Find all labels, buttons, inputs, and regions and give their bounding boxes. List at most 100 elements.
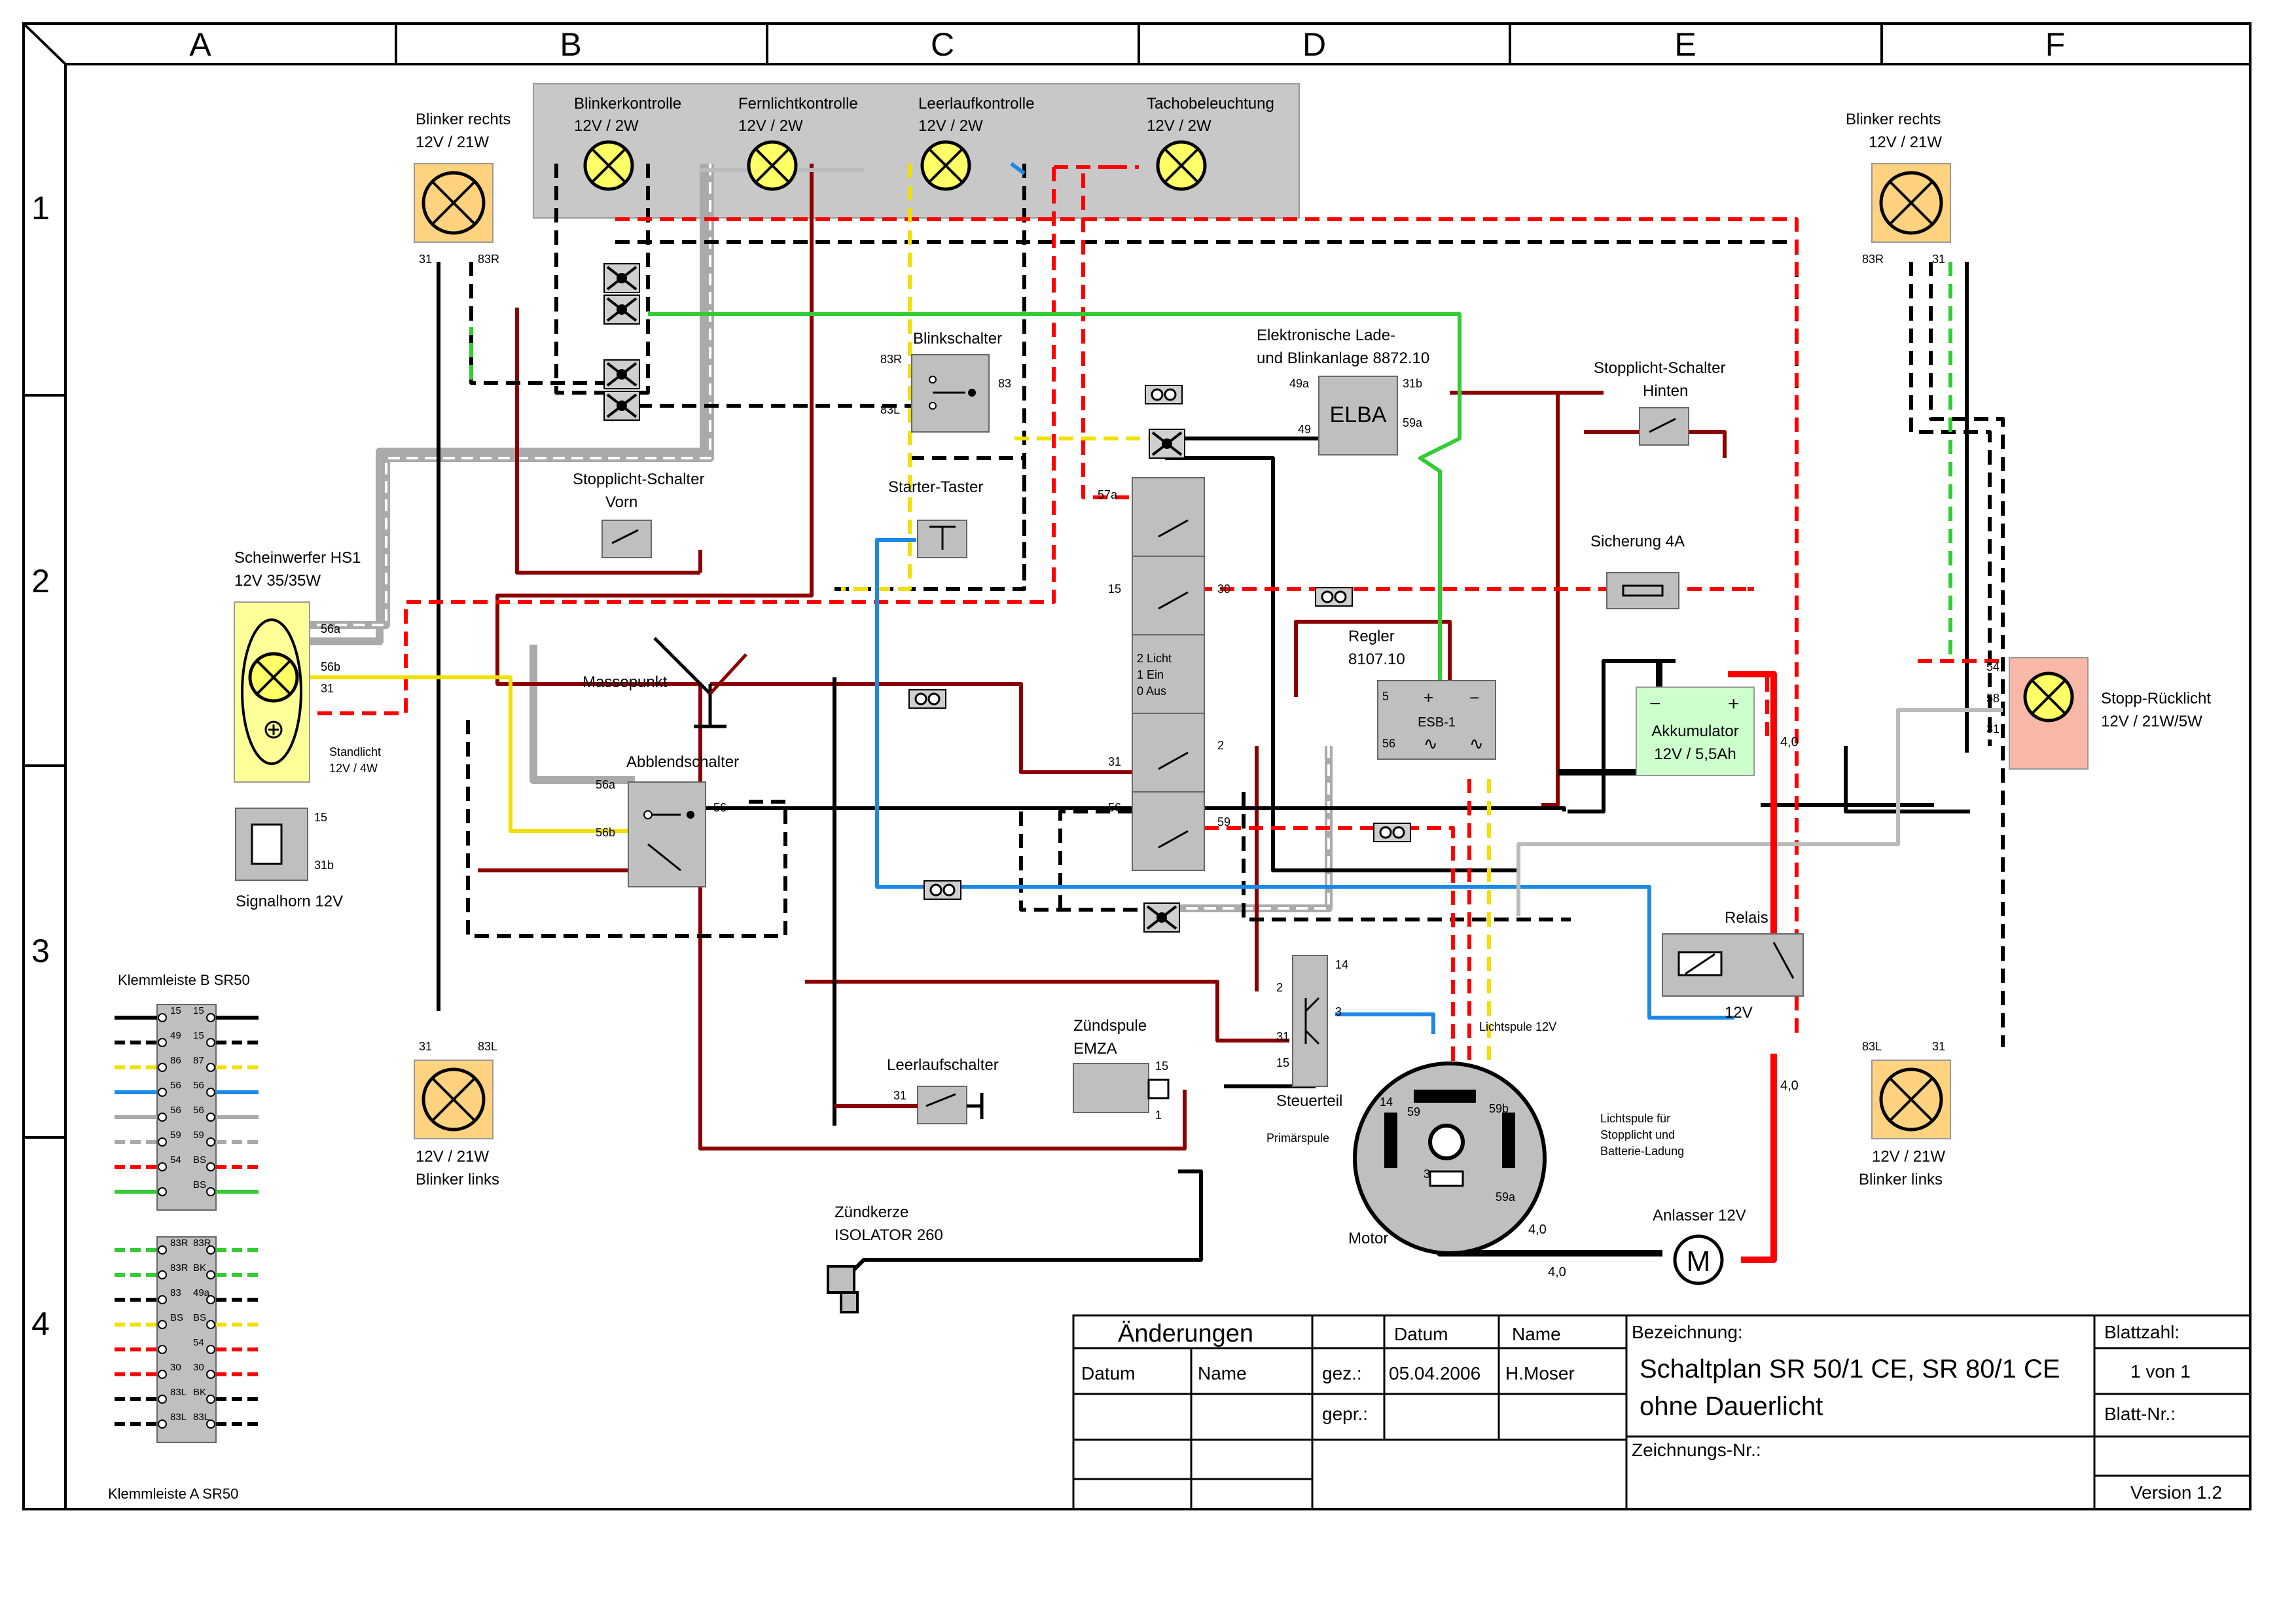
steuerteil-pin-2: 2 (1276, 981, 1283, 994)
anlasser: M Anlasser 12V (1653, 1207, 1746, 1285)
row-label-3: 3 (31, 933, 50, 969)
tachobeleuchtung-lamp-icon (1158, 142, 1205, 189)
wire-gauges: 4,0 4,0 4,0 4,0 (1528, 735, 1799, 1279)
fernlichtkontrolle-label: Fernlichtkontrolle (738, 95, 858, 113)
scheinwerfer-pin-31: 31 (321, 682, 334, 695)
bezeichnung-line-2: ohne Dauerlicht (1640, 1392, 1823, 1421)
motor-lichtspule-note-1: Lichtspule für (1600, 1112, 1670, 1125)
blinker-rechts-left-rating: 12V / 21W (416, 134, 489, 151)
klemmleiste-b-terminal-icon (206, 1038, 215, 1047)
klemmleiste-b-terminal-label: 15 (193, 1005, 204, 1016)
gez-datum: 05.04.2006 (1389, 1363, 1480, 1383)
elba-unit: ELBA Elektronische Lade- und Blinkanlage… (1257, 327, 1429, 455)
elba-pin-49: 49 (1298, 423, 1311, 436)
standlicht-label: Standlicht (329, 745, 381, 758)
connector-2pin-icon (1314, 586, 1354, 607)
steuerteil-pin-31: 31 (1276, 1030, 1289, 1043)
elba-label-2: und Blinkanlage 8872.10 (1257, 349, 1429, 367)
klemmleiste-a-terminal-label: BS (193, 1312, 206, 1323)
blinkerkontrolle-lamp-icon (585, 142, 632, 189)
zuendkerze-type: ISOLATOR 260 (834, 1226, 943, 1244)
stopp-ruecklicht-rating: 12V / 21W/5W (2101, 713, 2202, 730)
row-label-4: 4 (31, 1306, 50, 1342)
row-label-1: 1 (31, 190, 50, 226)
blinker-links-right-pin-83l: 83L (1862, 1040, 1882, 1053)
name-heading: Name (1512, 1324, 1561, 1344)
regler-plus: + (1424, 688, 1433, 707)
klemmleiste-b-terminal-label: 56 (170, 1105, 181, 1116)
zuendspule-type: EMZA (1073, 1040, 1117, 1058)
klemmleiste-a-terminal-label: 30 (193, 1362, 204, 1373)
motor-label: Motor (1348, 1230, 1388, 1247)
aenderungen-col-datum: Datum (1081, 1363, 1135, 1383)
blinkschalter-label: Blinkschalter (913, 330, 1002, 348)
akkumulator-minus: − (1649, 693, 1661, 715)
blinker-rechts-right-rating: 12V / 21W (1869, 134, 1942, 151)
signalhorn-pin-15: 15 (314, 811, 327, 824)
akkumulator: − + Akkumulator 12V / 5,5Ah (1636, 687, 1755, 776)
connector-4pin-icon (603, 294, 641, 325)
klemmleiste-b-terminal-label: 15 (193, 1030, 204, 1041)
scheinwerfer-label: Scheinwerfer HS1 (234, 549, 361, 567)
col-label-d: D (1302, 26, 1326, 63)
blattzahl-label: Blattzahl: (2104, 1322, 2179, 1342)
anlasser-label: Anlasser 12V (1653, 1207, 1746, 1224)
sicherung: Sicherung 4A (1590, 533, 1685, 609)
klemmleiste-a-terminal-icon (158, 1320, 167, 1329)
scheinwerfer-pin-56a: 56a (321, 622, 341, 635)
klemmleiste-b-terminal-icon (158, 1088, 167, 1097)
relais-rating: 12V (1725, 1004, 1753, 1022)
zuendschloss-pin-56: 56 (1108, 801, 1121, 814)
motor-primaerspule: Primärspule (1266, 1132, 1329, 1145)
grid-labels: A B C D E F 1 2 3 4 (31, 26, 2065, 1342)
standlicht-rating: 12V / 4W (329, 762, 378, 775)
signalhorn: Signalhorn 12V 15 31b (235, 808, 343, 910)
massepunkt: Massepunkt (583, 637, 747, 728)
blinker-links-left: 31 83L 12V / 21W Blinker links (414, 1040, 499, 1188)
signalhorn-label: Signalhorn 12V (236, 893, 343, 910)
zuendschloss-pos-1: 1 Ein (1137, 668, 1164, 681)
klemmleiste-a-terminal-label: 49a (193, 1287, 210, 1298)
relais: Relais 12V (1662, 909, 1804, 1022)
motor-pin-59: 59 (1407, 1105, 1420, 1118)
blinker-rechts-left-pin-31: 31 (419, 253, 432, 266)
abblendschalter-label: Abblendschalter (626, 753, 739, 771)
regler: + − ESB-1 ∿ ∿ Regler 8107.10 5 56 (1348, 628, 1496, 760)
klemmleiste-a-terminal-label: 83 (170, 1287, 181, 1298)
steuerteil-pin-14: 14 (1335, 958, 1348, 971)
blinker-links-left-pin-83l: 83L (478, 1040, 497, 1053)
klemmleiste-b-terminal-icon (206, 1187, 215, 1196)
blinker-rechts-left-label: Blinker rechts (416, 111, 511, 128)
sicherung-label: Sicherung 4A (1590, 533, 1685, 550)
klemmleiste-b-terminal-icon (206, 1113, 215, 1122)
klemmleiste-a-terminal-label: 30 (170, 1362, 181, 1373)
connector-4pin-icon (1143, 902, 1181, 933)
zuendschloss-pin-31: 31 (1108, 755, 1121, 768)
motor-lichtspule-note-2: Stopplicht und (1600, 1128, 1675, 1141)
panel-labels: Blinkerkontrolle 12V / 2W Fernlichtkontr… (574, 95, 1274, 135)
klemmleiste-b-terminal-label: 86 (170, 1055, 181, 1066)
stopplicht-schalter-hinten: Stopplicht-Schalter Hinten (1594, 359, 1725, 446)
connector-4pin-icon (603, 390, 641, 421)
stopp-ruecklicht-pin-54: 54 (1986, 660, 2000, 673)
stopp-ruecklicht-pin-31: 31 (1986, 722, 2000, 736)
title-block (1072, 1314, 2251, 1510)
motor-pin-59b: 59b (1489, 1102, 1509, 1115)
klemmleiste-b-terminal-label: 59 (170, 1130, 181, 1141)
blinker-links-left-label: Blinker links (416, 1171, 499, 1188)
klemmleiste-a-terminal-icon (206, 1320, 215, 1329)
gepr-label: gepr.: (1322, 1404, 1368, 1424)
zuendschloss-pos-2: 2 Licht (1137, 652, 1172, 665)
klemmleiste-a-terminal-label: BK (193, 1262, 206, 1274)
motor-lichtspule-note-3: Batterie-Ladung (1600, 1145, 1684, 1158)
steuerteil-pin-3: 3 (1335, 1005, 1342, 1018)
stopp-ruecklicht-lamp-icon (2025, 673, 2072, 721)
elba-pin-59a: 59a (1403, 416, 1423, 429)
stopp-ruecklicht-label: Stopp-Rücklicht (2101, 690, 2211, 707)
klemmleiste-a-terminal-label: 83R (193, 1238, 211, 1249)
regler-minus: − (1469, 688, 1479, 707)
stopplicht-hinten-label-1: Stopplicht-Schalter (1594, 359, 1725, 377)
